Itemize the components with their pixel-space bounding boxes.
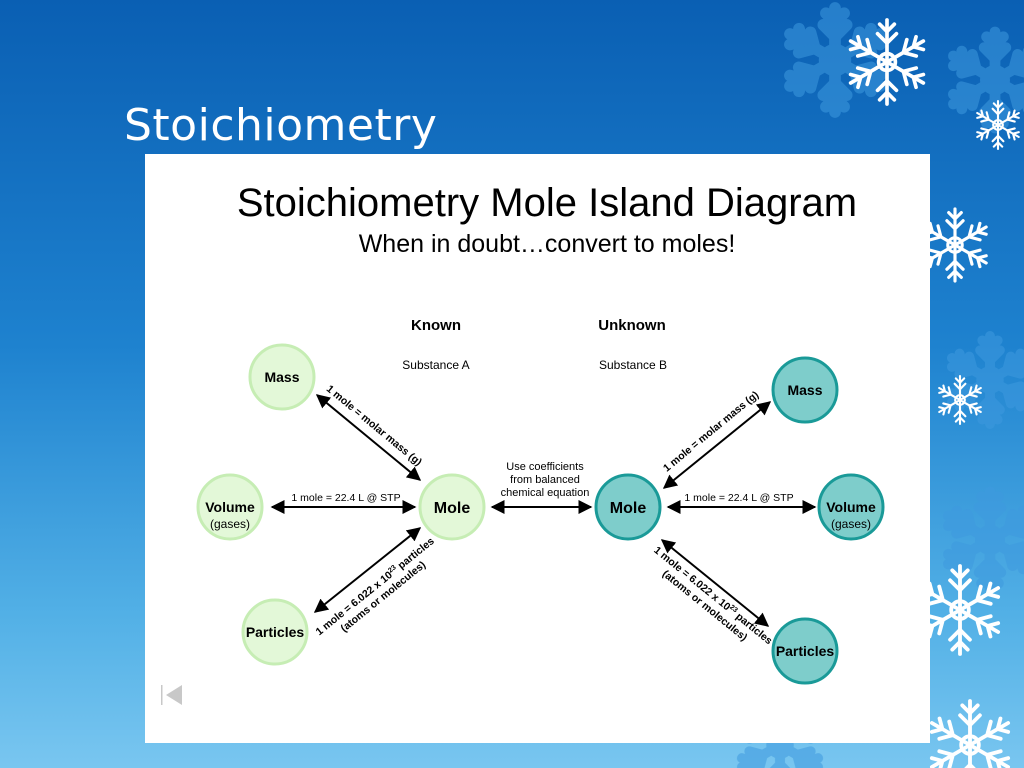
label-volume-b: 1 mole = 22.4 L @ STP xyxy=(684,492,793,504)
center-note-line-2: from balanced xyxy=(510,474,580,486)
node-particles-b-label: Particles xyxy=(776,643,835,659)
arrow-mole-to-mass-b xyxy=(664,402,770,488)
known-heading: Known xyxy=(411,317,461,334)
node-mole-a-label: Mole xyxy=(434,500,471,517)
node-mass-b-label: Mass xyxy=(787,382,822,398)
diagram-panel: Stoichiometry Mole Island Diagram When i… xyxy=(145,154,930,743)
center-note-line-3: chemical equation xyxy=(501,487,590,499)
svg-text:1 mole = 6.022 x 1023 partic: 1 mole = 6.022 x 1023 particles xyxy=(314,535,437,638)
arrow-mass-to-mole-a xyxy=(317,395,420,480)
node-volume-a-label: Volume xyxy=(205,499,255,515)
diagram-subtitle: When in doubt…convert to moles! xyxy=(359,230,736,258)
node-mass-b: Mass xyxy=(773,358,837,422)
node-particles-b: Particles xyxy=(773,619,837,683)
mole-island-diagram: Stoichiometry Mole Island Diagram When i… xyxy=(145,154,930,743)
node-mole-a: Mole xyxy=(420,475,484,539)
node-mole-b: Mole xyxy=(596,475,660,539)
label-molar-mass-b: 1 mole = molar mass (g) xyxy=(661,389,761,475)
snowflake-icon xyxy=(784,8,886,112)
label-particles-b: 1 mole = 6.022 x 1023 particles (atoms o… xyxy=(643,544,774,657)
node-volume-b-sub: (gases) xyxy=(831,517,871,531)
known-substance: Substance A xyxy=(402,358,469,372)
node-volume-b: Volume (gases) xyxy=(819,475,883,539)
node-volume-a: Volume (gases) xyxy=(198,475,262,539)
unknown-heading: Unknown xyxy=(598,317,666,334)
node-mass-a-label: Mass xyxy=(264,369,299,385)
node-particles-a: Particles xyxy=(243,600,307,664)
node-volume-a-sub: (gases) xyxy=(210,517,250,531)
node-particles-a-label: Particles xyxy=(246,624,305,640)
diagram-title: Stoichiometry Mole Island Diagram xyxy=(237,181,857,225)
previous-slide-glyph xyxy=(158,682,184,708)
node-volume-b-label: Volume xyxy=(826,499,876,515)
center-note-line-1: Use coefficients xyxy=(506,461,584,473)
node-mole-b-label: Mole xyxy=(610,500,647,517)
label-volume-a: 1 mole = 22.4 L @ STP xyxy=(291,492,400,504)
snowflake-icon xyxy=(927,701,1013,768)
label-molar-mass-a: 1 mole = molar mass (g) xyxy=(324,383,424,469)
node-mass-a: Mass xyxy=(250,345,314,409)
snowflake-icon xyxy=(920,209,990,281)
previous-slide-icon[interactable] xyxy=(158,682,184,708)
slide-title: Stoichiometry xyxy=(124,100,437,151)
svg-text:1 mole = 6.022 x 1023 partic: 1 mole = 6.022 x 1023 particles xyxy=(651,544,774,647)
label-particles-a: 1 mole = 6.022 x 1023 particles (atoms o… xyxy=(314,535,445,648)
center-note: Use coefficients from balanced chemical … xyxy=(501,461,590,499)
unknown-substance: Substance B xyxy=(599,358,667,372)
